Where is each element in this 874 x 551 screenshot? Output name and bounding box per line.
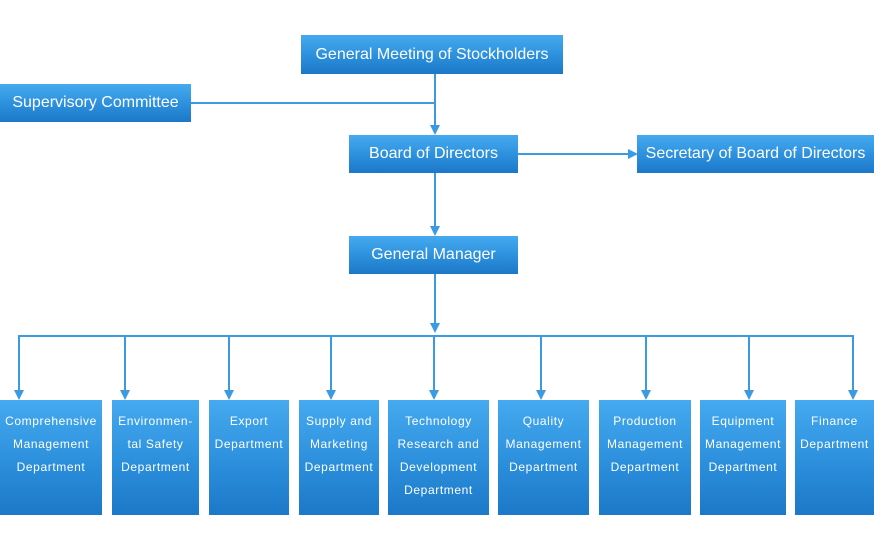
department-label-line: Management	[606, 437, 684, 451]
secretary-box: Secretary of Board of Directors	[637, 135, 874, 173]
arrow-to-equipment	[744, 390, 754, 400]
department-label-line: Finance	[811, 414, 858, 428]
department-label-line: Management	[505, 437, 582, 451]
department-label-line: Department	[121, 460, 190, 474]
arrow-to-bus	[430, 323, 440, 333]
department-label-line: Management	[12, 437, 90, 451]
department-label-line: Equipment	[711, 414, 775, 428]
board-of-directors-box: Board of Directors	[349, 135, 518, 173]
general-manager-box: General Manager	[349, 236, 518, 274]
arrow-to-environmental	[120, 390, 130, 400]
arrow-to-technology	[429, 390, 439, 400]
department-label-line: Department	[610, 460, 680, 474]
department-label-line: Department	[214, 437, 284, 451]
arrow-to-export	[224, 390, 234, 400]
department-label-line: Production	[613, 414, 677, 428]
arrow-to-production	[641, 390, 651, 400]
department-label-line: Supply and	[305, 414, 373, 428]
arrow-to-quality	[536, 390, 546, 400]
department-label-line: Department	[404, 483, 473, 497]
supervisory-committee-box: Supervisory Committee	[0, 84, 191, 122]
department-label-line: Comprehensive	[5, 414, 97, 428]
department-label-line: Quality	[522, 414, 565, 428]
department-label-line: Environmen-	[118, 414, 193, 428]
arrow-to-comprehensive	[14, 390, 24, 400]
department-label-line: Management	[704, 437, 782, 451]
department-label-line: Department	[304, 460, 374, 474]
arrow-to-manager	[430, 226, 440, 236]
department-label-line: tal Safety	[127, 437, 184, 451]
arrow-to-finance	[848, 390, 858, 400]
department-label-line: Development	[399, 460, 478, 474]
department-label-line: Research and	[397, 437, 480, 451]
arrow-to-board	[430, 125, 440, 135]
department-label-line: Department	[16, 460, 86, 474]
arrow-to-secretary	[628, 149, 638, 159]
department-label-line: Department	[509, 460, 578, 474]
department-drops	[14, 335, 858, 400]
department-label-line: Department	[708, 460, 778, 474]
department-label-line: Marketing	[309, 437, 369, 451]
department-label-line: Department	[800, 437, 869, 451]
department-label-line: Technology	[405, 414, 472, 428]
arrow-to-supply	[326, 390, 336, 400]
department-label-line: Export	[229, 414, 269, 428]
stockholders-box: General Meeting of Stockholders	[301, 35, 563, 74]
